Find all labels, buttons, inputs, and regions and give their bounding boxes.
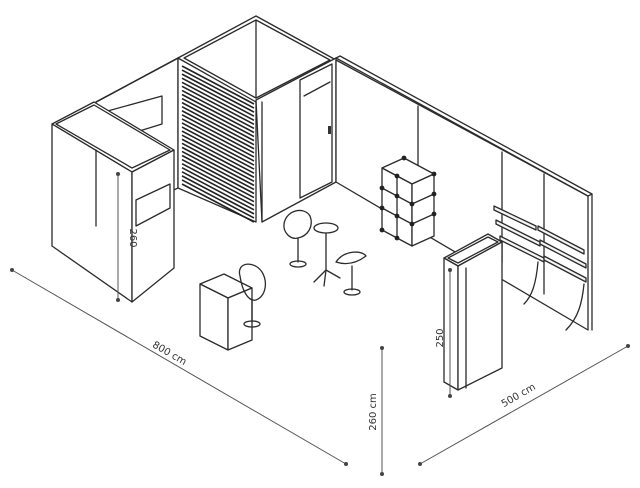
wall-slat [181,85,255,126]
slatted-wall [177,57,257,223]
shelf-connector [431,171,437,177]
shelf-connector [379,205,385,211]
chair-counter [238,263,267,328]
wall-slat [181,69,255,109]
dimension-length: 800 cm [10,268,348,466]
door-handle [328,126,331,134]
chair-right [335,251,367,296]
dimension-column: 260 [116,172,138,302]
dimension-height: 260 cm [368,346,384,476]
shelf-connector [379,185,385,191]
counter [199,273,253,351]
wall-slat [181,77,255,117]
shelf-connector [379,227,385,233]
wall-slat [181,89,255,130]
shelf-connector [409,221,415,227]
wall-slat [181,167,255,207]
wall-slat [181,105,255,146]
shelf-connector [401,155,407,161]
wall-slat [181,122,255,162]
wall-slat [181,93,255,134]
wall-shelves [493,205,587,331]
wall-slat [181,118,255,158]
cube-shelf [379,155,437,247]
width-label: 500 cm [500,382,538,410]
wall-slat [181,134,255,174]
wall-slat [181,110,255,150]
shelf-connector [394,193,400,199]
display-tower [443,233,503,391]
shelf-connector [409,201,415,207]
storage-door [299,63,333,199]
column-panel [135,183,171,227]
wall-slat [181,126,255,166]
wall-slat [181,179,255,219]
bistro-table [313,222,341,287]
wall-slat [181,65,255,105]
right-wall [335,55,593,331]
chair-left [283,209,312,268]
shelf-connector [394,235,400,241]
wall-slat [181,114,255,154]
wall-slat [181,138,255,178]
wall-slat [181,183,255,223]
wall-slat [181,175,255,215]
height-label: 260 cm [368,393,379,431]
wall-slat [181,142,255,183]
wall-slat [181,81,255,121]
shelf-connector [431,211,437,217]
shelf-connector [431,191,437,197]
wall-slat [181,73,255,113]
shelf-connector [394,173,400,179]
shelf-connector [394,213,400,219]
wall-slat [181,154,255,195]
wall-slat [181,101,255,142]
dimension-tower: 250 [435,268,452,398]
wall-slat [181,146,255,187]
wall-slat [181,158,255,199]
tower-height-label: 250 [435,328,446,347]
wall-slat [181,130,255,170]
storage-room [177,15,337,223]
wall-slat [181,162,255,203]
corner-column [51,101,175,303]
wall-slat [181,150,255,191]
wall-slat [181,97,255,138]
wall-slat [181,171,255,211]
column-height-label: 260 [127,228,138,247]
